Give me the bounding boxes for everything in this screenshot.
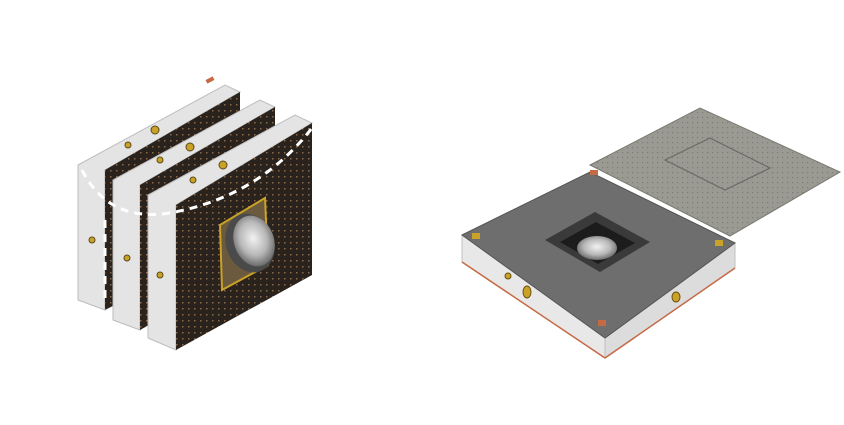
panel-front [147,114,314,351]
dashed-outline [80,127,314,300]
lens [577,236,617,260]
pads [472,170,723,326]
stacked-panel-assembly [77,76,314,351]
lid-inset [663,137,772,191]
hinged-box-with-lid [461,107,842,359]
lid [588,107,842,237]
screw-icons [88,125,228,279]
connector-icons [504,272,681,303]
